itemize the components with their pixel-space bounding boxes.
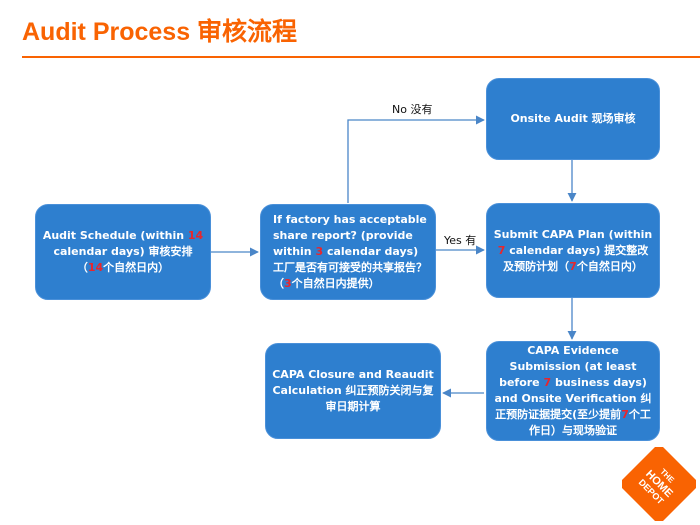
highlight-number: 7 — [621, 408, 629, 421]
title-underline — [22, 56, 700, 58]
node-text: 个自然日内） — [103, 261, 170, 274]
node-share-report-decision: If factory has acceptable share report? … — [260, 204, 436, 300]
edge-label-no: No 没有 — [392, 103, 433, 116]
node-capa-closure: CAPA Closure and Reaudit Calculation 纠正预… — [265, 343, 441, 439]
arrow-decision-to-onsite — [347, 115, 485, 203]
node-submit-capa-plan: Submit CAPA Plan (within 7 calendar days… — [486, 203, 660, 298]
page-title: Audit Process 审核流程 — [22, 18, 298, 46]
node-text: calendar days) 提交整改及预防计划（ — [503, 243, 649, 273]
node-text: Submit CAPA Plan (within — [493, 227, 653, 241]
highlight-number: 7 — [543, 376, 552, 389]
node-text: business days) and Onsite Verification 纠… — [494, 376, 652, 421]
node-text: Onsite Audit 现场审核 — [510, 112, 636, 125]
node-text: calendar days)工厂是否有可接受的共享报告？（ — [273, 245, 427, 290]
highlight-number: 7 — [497, 243, 506, 257]
edge-label-yes: Yes 有 — [444, 234, 477, 247]
node-text: 个工作日）与现场验证 — [529, 408, 651, 437]
node-text: CAPA Evidence Submission (at least befor… — [499, 344, 637, 389]
home-depot-logo: THE HOME DEPOT — [622, 447, 696, 521]
highlight-number: 14 — [187, 229, 204, 242]
node-text: CAPA Closure and Reaudit Calculation 纠正预… — [272, 368, 434, 413]
node-text: If factory has acceptable share report? … — [273, 213, 427, 258]
node-text: Audit Schedule (within — [42, 229, 188, 242]
node-audit-schedule: Audit Schedule (within 14 calendar days)… — [35, 204, 211, 300]
node-text: calendar days) 审核安排 （ — [53, 245, 193, 274]
highlight-number: 14 — [87, 261, 104, 274]
node-capa-evidence-submission: CAPA Evidence Submission (at least befor… — [486, 341, 660, 441]
highlight-number: 7 — [569, 259, 577, 273]
node-text: 个自然日内提供） — [291, 277, 380, 290]
highlight-number: 3 — [284, 277, 292, 290]
highlight-number: 3 — [315, 245, 324, 258]
node-onsite-audit: Onsite Audit 现场审核 — [486, 78, 660, 160]
node-text: 个自然日内） — [576, 259, 643, 273]
